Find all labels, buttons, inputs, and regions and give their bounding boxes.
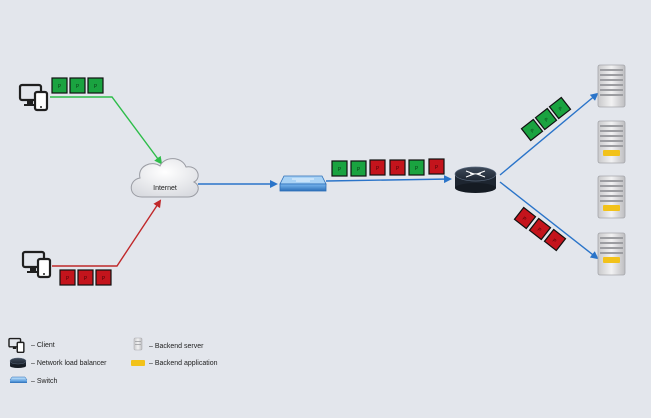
legend-item-backend-application: – Backend application: [131, 360, 218, 367]
link-load-balancer-to-server-4: [499, 181, 599, 260]
packet-label: P: [66, 276, 70, 282]
packet-green: P: [534, 107, 558, 131]
legend: – Client – Network load balancer – Switc…: [8, 337, 218, 385]
server-icon: [597, 120, 626, 164]
server-icon: [133, 337, 143, 351]
backend-server-3: [597, 175, 626, 219]
packet-red: P: [59, 269, 76, 286]
server-icon: [597, 175, 626, 219]
backend-app-icon: [603, 150, 620, 156]
packet-green: P: [69, 77, 86, 94]
backend-server-2: [597, 120, 626, 164]
packet-red: P: [95, 269, 112, 286]
packet-label: P: [544, 116, 551, 123]
server-icon: [597, 232, 626, 276]
client-1: [18, 83, 49, 112]
packet-green: P: [408, 159, 425, 176]
packet-green: P: [548, 96, 572, 120]
packet-label: P: [338, 167, 342, 173]
packet-label: P: [551, 238, 558, 245]
packet-label: P: [102, 276, 106, 282]
legend-label-load-balancer: – Network load balancer: [31, 360, 107, 367]
packet-red: P: [513, 206, 537, 230]
legend-item-client: – Client: [8, 337, 55, 354]
switch-icon: [9, 376, 28, 383]
packet-green: P: [51, 77, 68, 94]
backend-app-icon: [603, 205, 620, 211]
legend-item-switch: – Switch: [9, 376, 58, 385]
packet-label: P: [521, 216, 528, 223]
packets-client-2: P P P: [59, 269, 112, 286]
packets-client-1: P P P: [51, 77, 104, 94]
packet-red: P: [543, 228, 567, 252]
cloud-icon: [130, 158, 199, 198]
packet-label: P: [84, 276, 88, 282]
packet-label: P: [415, 166, 419, 172]
packet-red: P: [528, 217, 552, 241]
legend-item-backend-server: – Backend server: [133, 337, 204, 351]
packet-label: P: [376, 166, 380, 172]
packet-red: P: [389, 159, 406, 176]
client-icon: [21, 250, 52, 279]
packet-label: P: [76, 84, 80, 90]
packet-label: P: [558, 105, 565, 112]
packet-label: P: [58, 84, 62, 90]
packet-label: P: [530, 127, 537, 134]
load-balancer-icon: [454, 166, 497, 193]
packet-label: P: [435, 165, 439, 171]
link-switch-to-load-balancer: [325, 175, 452, 184]
packet-green: P: [331, 160, 348, 177]
packet-red: P: [428, 158, 445, 175]
backend-server-1: [597, 64, 626, 108]
client-icon: [8, 337, 25, 354]
packet-green: P: [350, 160, 367, 177]
legend-label-switch: – Switch: [31, 378, 58, 385]
packet-label: P: [94, 84, 98, 90]
link-client2-to-internet: [52, 199, 162, 267]
legend-label-backend-application: – Backend application: [149, 360, 218, 367]
backend-app-icon: [131, 360, 145, 366]
switch: [279, 175, 327, 192]
link-client1-to-internet: [50, 96, 163, 165]
packet-green: P: [87, 77, 104, 94]
switch-icon: [279, 175, 327, 192]
backend-server-4: [597, 232, 626, 276]
packet-label: P: [536, 227, 543, 234]
packets-mixed-stream: P P P P P P: [331, 158, 445, 177]
load-balancer-icon: [9, 357, 27, 368]
links: [50, 92, 599, 267]
client-2: [21, 250, 52, 279]
server-icon: [597, 64, 626, 108]
link-load-balancer-to-server-1: [499, 92, 599, 176]
packets-to-server-1: P P P: [520, 96, 572, 142]
network-load-balancer: [454, 166, 497, 193]
packet-red: P: [77, 269, 94, 286]
packet-label: P: [396, 166, 400, 172]
packet-label: P: [357, 167, 361, 173]
backend-app-icon: [603, 257, 620, 263]
packets-to-server-4: P P P: [513, 206, 567, 252]
internet-label: Internet: [153, 185, 177, 192]
legend-item-load-balancer: – Network load balancer: [9, 357, 107, 368]
packet-red: P: [369, 159, 386, 176]
legend-label-client: – Client: [31, 342, 55, 349]
packet-green: P: [520, 118, 544, 142]
legend-label-backend-server: – Backend server: [149, 343, 204, 350]
client-icon: [18, 83, 49, 112]
internet-cloud: Internet: [130, 158, 199, 198]
